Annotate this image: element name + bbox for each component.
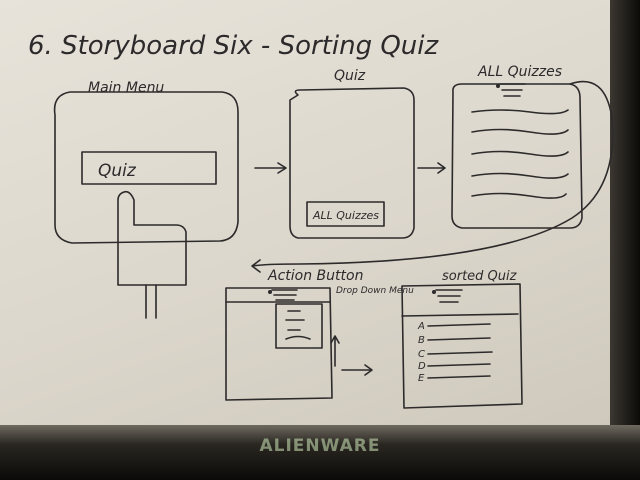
action-button-icon (435, 289, 463, 303)
loop-arrow (251, 80, 614, 273)
quiz-all-quizzes-button (306, 201, 385, 227)
sorted-quiz-lines (427, 323, 493, 379)
main-menu-quiz-button (81, 151, 217, 185)
dropdown-note: Drop Down Menu (336, 286, 414, 296)
desk-surface (0, 425, 640, 480)
sketch-paper (0, 0, 610, 425)
arrow-right-icon (417, 162, 446, 174)
page-title: 6. Storyboard Six - Sorting Quiz (28, 31, 440, 61)
action-button-icon (271, 289, 298, 301)
sort-letter: B (418, 335, 425, 346)
all-quizzes-label: ALL Quizzes (477, 64, 562, 80)
monitor-logo: ALIENWARE (259, 436, 381, 456)
sorted-quiz-frame (401, 283, 523, 409)
action-button-icon (499, 83, 526, 97)
dropdown-menu (275, 303, 323, 349)
main-menu-label: Main Menu (88, 80, 164, 96)
quiz-list-lines (471, 109, 569, 199)
sorted-quiz-label: sorted Quiz (442, 269, 518, 284)
sort-letter: D (418, 361, 426, 372)
quiz-label: Quiz (334, 68, 366, 84)
action-button-label: Action Button (267, 268, 363, 284)
quiz-frame (289, 87, 415, 239)
main-menu-quiz-text: Quiz (98, 161, 137, 181)
arrow-right-icon (341, 364, 373, 376)
sort-letter: A (417, 321, 425, 332)
all-quizzes-frame (451, 83, 583, 229)
hand-drawing (117, 190, 187, 286)
dropdown-items (285, 310, 311, 340)
arrow-up-icon (330, 335, 340, 367)
quiz-button-text: ALL Quizzes (312, 209, 379, 222)
action-dot (495, 84, 500, 89)
sort-letter: C (418, 349, 425, 360)
hand-cuff (145, 284, 157, 319)
sort-letter: E (418, 373, 425, 384)
action-button-frame (225, 287, 333, 401)
main-menu-frame (53, 91, 239, 244)
arrow-right-icon (254, 162, 287, 174)
background-shadow (610, 0, 640, 480)
